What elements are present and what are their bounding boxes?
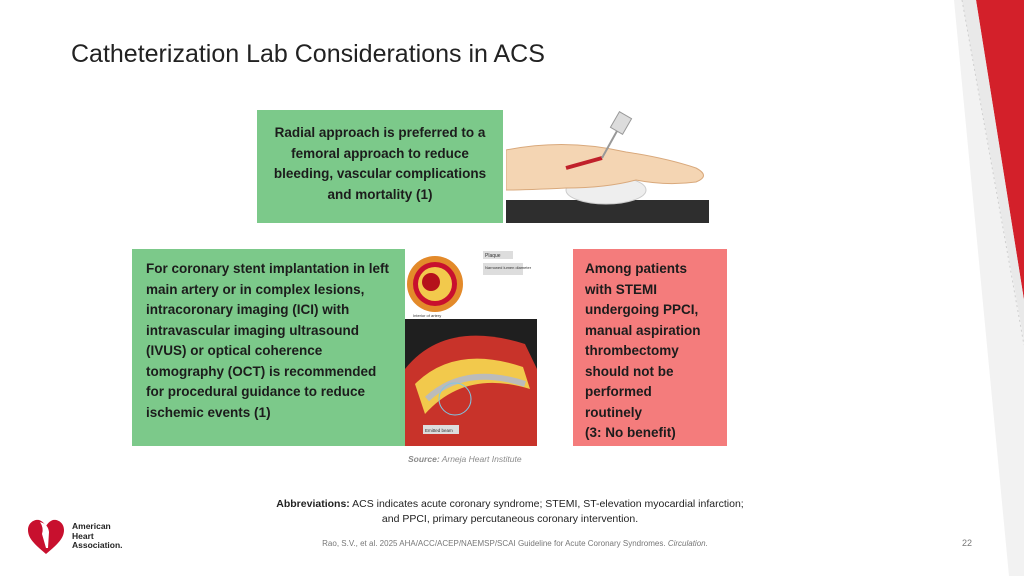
aspiration-line: performed [585, 384, 652, 399]
abbreviations-line2: and PPCI, primary percutaneous coronary … [381, 513, 639, 525]
abbreviations: Abbreviations: ACS indicates acute coron… [240, 497, 780, 527]
aspiration-line: thrombectomy [585, 343, 679, 358]
radial-approach-box: Radial approach is preferred to a femora… [257, 110, 503, 223]
aspiration-line: with STEMI [585, 281, 657, 297]
emitted-beam-label: Emitted beam [425, 428, 453, 433]
interior-artery-label: Interior of artery [413, 313, 441, 318]
logo-line1: American [72, 521, 111, 531]
logo-line2: Heart [72, 530, 94, 541]
image-source: Source: Arneja Heart Institute [408, 454, 522, 464]
citation-text: Rao, S.V., et al. 2025 AHA/ACC/ACEP/NAEM… [322, 539, 666, 548]
page-title: Catheterization Lab Considerations in AC… [71, 40, 545, 68]
decorative-stripes [954, 0, 1024, 576]
wrist-catheter-image [506, 110, 709, 223]
stent-imaging-box: For coronary stent implantation in left … [132, 249, 406, 446]
page-number: 22 [962, 538, 973, 548]
artery-ivus-image: Plaque Narrowed lumen diameter Interior … [405, 249, 537, 446]
abbreviations-label: Abbreviations: [276, 498, 350, 510]
citation-journal: Circulation. [667, 539, 708, 548]
artery-illustration: Plaque Narrowed lumen diameter Interior … [405, 249, 537, 446]
aspiration-thrombectomy-box: Among patients with STEMI undergoing PPC… [573, 249, 727, 446]
citation: Rao, S.V., et al. 2025 AHA/ACC/ACEP/NAEM… [300, 539, 730, 548]
abbreviations-line1: ACS indicates acute coronary syndrome; S… [352, 498, 744, 510]
aspiration-line: routinely [585, 404, 643, 420]
narrowed-lumen-label: Narrowed lumen diameter [485, 265, 532, 270]
stent-imaging-text: For coronary stent implantation in left … [146, 261, 390, 420]
wrist-illustration [506, 111, 709, 223]
aspiration-line: Among patients [585, 261, 688, 276]
aha-logo: American Heart Association. [24, 514, 134, 558]
source-text: Arneja Heart Institute [441, 454, 522, 464]
aspiration-line: manual aspiration [585, 322, 701, 338]
heart-torch-icon [28, 519, 64, 554]
aspiration-line: undergoing PPCI, [585, 302, 699, 317]
plaque-label: Plaque [485, 253, 501, 259]
logo-line3: Association. [72, 540, 123, 550]
aha-logo-text: American Heart Association. [72, 521, 123, 551]
aspiration-line: (3: No benefit) [585, 425, 676, 440]
aspiration-line: should not be [585, 363, 674, 379]
source-label: Source: [408, 454, 440, 464]
radial-approach-text: Radial approach is preferred to a femora… [273, 125, 487, 202]
